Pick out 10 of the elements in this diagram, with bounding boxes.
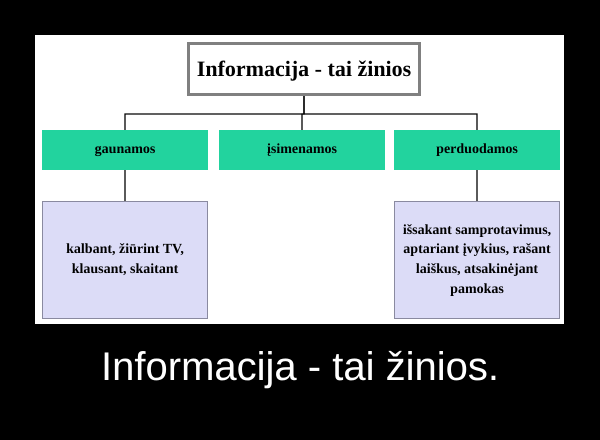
category-box: perduodamos: [394, 130, 560, 170]
detail-box: išsakant samprotavimus, aptariant įvykius, rašant laiškus, atsakinėjant pamokas: [394, 201, 560, 319]
caption: Informacija - tai žinios.: [100, 345, 500, 390]
detail-box: kalbant, žiūrint TV, klausant, skaitant: [42, 201, 208, 319]
category-box: gaunamos: [42, 130, 208, 170]
connector-line: [303, 96, 478, 130]
category-box: įsimenamos: [219, 130, 385, 170]
title-box: Informacija - tai žinios: [187, 42, 421, 96]
connector-line: [124, 170, 126, 201]
connector-line: [476, 170, 478, 201]
